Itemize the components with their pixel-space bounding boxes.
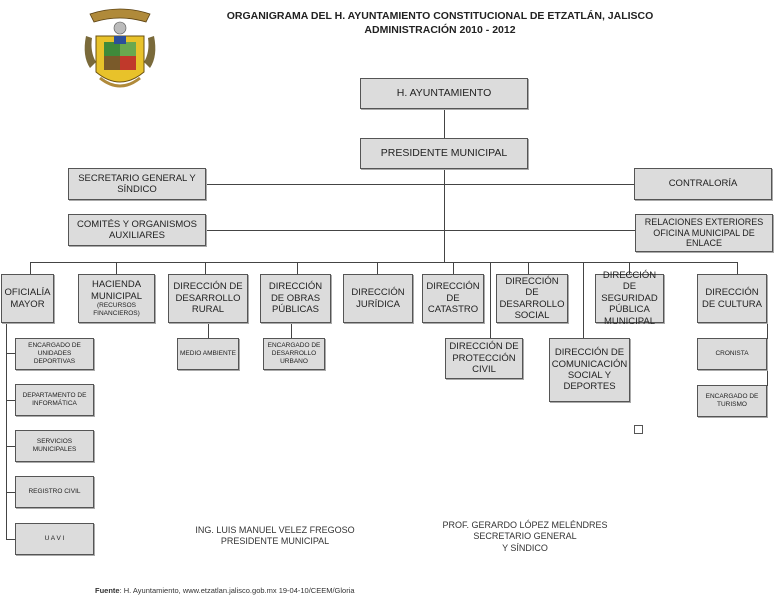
connector bbox=[207, 230, 635, 232]
box-obras-publicas[interactable]: DIRECCIÓN DE OBRAS PÚBLICAS bbox=[260, 274, 331, 323]
box-registro-civil[interactable]: REGISTRO CIVIL bbox=[15, 476, 94, 508]
box-unidades-deportivas[interactable]: ENCARGADO DE UNIDADES DEPORTIVAS bbox=[15, 338, 94, 370]
connector bbox=[490, 262, 492, 338]
signature-president: ING. LUIS MANUEL VELEZ FREGOSO PRESIDENT… bbox=[170, 525, 380, 548]
signature-president-role: PRESIDENTE MUNICIPAL bbox=[220, 536, 330, 547]
connector bbox=[116, 262, 118, 274]
connector bbox=[629, 262, 631, 274]
box-juridica[interactable]: DIRECCIÓN JURÍDICA bbox=[343, 274, 413, 323]
connector bbox=[444, 168, 446, 262]
box-cronista[interactable]: CRONISTA bbox=[697, 338, 767, 370]
connector bbox=[583, 262, 585, 338]
box-relaciones-exteriores[interactable]: RELACIONES EXTERIORES OFICINA MUNICIPAL … bbox=[635, 214, 773, 252]
connector bbox=[6, 353, 16, 355]
box-seguridad-publica[interactable]: DIRECCIÓN DE SEGURIDAD PÚBLICA MUNICIPAL bbox=[595, 270, 664, 327]
box-hacienda-municipal[interactable]: HACIENDA MUNICIPAL (RECURSOS FINANCIEROS… bbox=[78, 274, 155, 323]
chart-title: ORGANIGRAMA DEL H. AYUNTAMIENTO CONSTITU… bbox=[226, 10, 654, 22]
box-comunicacion-social[interactable]: DIRECCIÓN DE COMUNICACIÓN SOCIAL Y DEPOR… bbox=[549, 338, 630, 402]
box-comites[interactable]: COMITÉS Y ORGANISMOS AUXILIARES bbox=[68, 214, 206, 246]
connector bbox=[6, 539, 16, 541]
signature-secretary-name: PROF. GERARDO LÓPEZ MELÉNDRES bbox=[442, 520, 608, 530]
box-servicios-municipales[interactable]: SERVICIOS MUNICIPALES bbox=[15, 430, 94, 462]
connector bbox=[208, 323, 210, 339]
connector bbox=[6, 322, 8, 540]
box-presidente-municipal[interactable]: PRESIDENTE MUNICIPAL bbox=[360, 138, 528, 169]
box-contraloria[interactable]: CONTRALORÍA bbox=[634, 168, 772, 200]
box-proteccion-civil[interactable]: DIRECCIÓN DE PROTECCIÓN CIVIL bbox=[445, 338, 523, 379]
connector bbox=[6, 400, 16, 402]
connector bbox=[297, 262, 299, 274]
signature-secretary: PROF. GERARDO LÓPEZ MELÉNDRES SECRETARIO… bbox=[420, 520, 630, 554]
connector bbox=[767, 308, 769, 403]
small-square-marker bbox=[634, 425, 643, 434]
connector bbox=[444, 108, 446, 138]
box-oficialia-mayor[interactable]: OFICIALÍA MAYOR bbox=[1, 274, 54, 323]
connector bbox=[737, 262, 739, 274]
box-medio-ambiente[interactable]: MEDIO AMBIENTE bbox=[177, 338, 239, 370]
hacienda-sub-label: (RECURSOS FINANCIEROS) bbox=[93, 302, 140, 317]
hacienda-label: HACIENDA MUNICIPAL bbox=[90, 279, 143, 302]
connector bbox=[453, 262, 455, 274]
source-label: Fuente bbox=[95, 586, 120, 595]
signature-secretary-role: SECRETARIO GENERAL bbox=[473, 531, 577, 542]
connector bbox=[205, 262, 207, 274]
connector bbox=[766, 353, 768, 355]
box-informatica[interactable]: DEPARTAMENTO DE INFORMÁTICA bbox=[15, 384, 94, 416]
box-h-ayuntamiento[interactable]: H. AYUNTAMIENTO bbox=[360, 78, 528, 109]
connector bbox=[30, 262, 32, 274]
signature-president-name: ING. LUIS MANUEL VELEZ FREGOSO bbox=[195, 525, 355, 535]
coat-of-arms-logo bbox=[84, 8, 156, 88]
box-cultura[interactable]: DIRECCIÓN DE CULTURA bbox=[697, 274, 767, 323]
box-catastro[interactable]: DIRECCIÓN DE CATASTRO bbox=[422, 274, 484, 323]
chart-subtitle: ADMINISTRACIÓN 2010 - 2012 bbox=[364, 24, 516, 36]
box-desarrollo-rural[interactable]: DIRECCIÓN DE DESARROLLO RURAL bbox=[168, 274, 248, 323]
source-note: Fuente: H. Ayuntamiento, www.etzatlan.ja… bbox=[95, 586, 355, 595]
connector bbox=[766, 308, 768, 310]
box-desarrollo-urbano[interactable]: ENCARGADO DE DESARROLLO URBANO bbox=[263, 338, 325, 370]
box-desarrollo-social[interactable]: DIRECCIÓN DE DESARROLLO SOCIAL bbox=[496, 274, 568, 323]
connector bbox=[766, 402, 768, 404]
connector bbox=[6, 492, 16, 494]
box-uavi[interactable]: U A V I bbox=[15, 523, 94, 555]
connector bbox=[291, 322, 293, 339]
connector bbox=[528, 262, 530, 274]
box-turismo[interactable]: ENCARGADO DE TURISMO bbox=[697, 385, 767, 417]
signature-secretary-role-2: Y SÍNDICO bbox=[502, 542, 548, 553]
connector bbox=[6, 446, 16, 448]
connector bbox=[377, 262, 379, 274]
source-text: : H. Ayuntamiento, www.etzatlan.jalisco.… bbox=[119, 586, 355, 595]
box-secretario-general[interactable]: SECRETARIO GENERAL Y SÍNDICO bbox=[68, 168, 206, 200]
connector bbox=[200, 184, 634, 186]
connector bbox=[30, 262, 738, 264]
